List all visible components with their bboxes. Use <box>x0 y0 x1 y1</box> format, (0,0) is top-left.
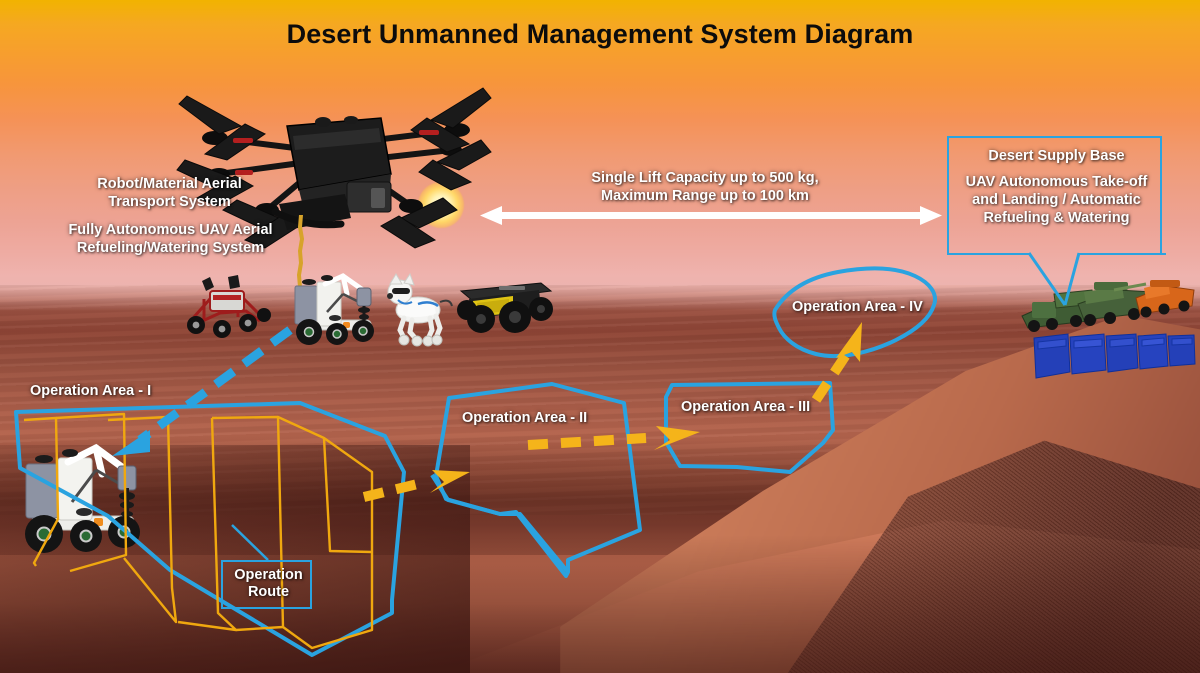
robot-dog-icon <box>378 272 456 348</box>
route-box-leader-line <box>231 524 269 561</box>
desert-supply-base-callout: Desert Supply Base UAV Autonomous Take-o… <box>947 136 1166 255</box>
label-operation-area-i: Operation Area - I <box>30 383 152 399</box>
operation-area-iv-outline <box>772 266 937 358</box>
hexacopter-drone-icon <box>175 78 495 253</box>
blue-dashed-arrow-icon <box>112 326 293 456</box>
blue-water-tank-icon <box>1032 328 1198 382</box>
yellow-ugv-icon <box>455 277 553 339</box>
yellow-dashed-arrow-icon <box>527 426 700 450</box>
yellow-dashed-arrow-icon <box>362 470 470 502</box>
label-lift-capacity-range: Single Lift Capacity up to 500 kg, Maxim… <box>591 170 819 204</box>
operation-route-label: Operation Route <box>234 567 303 601</box>
label-operation-area-iv: Operation Area - IV <box>792 299 923 315</box>
operation-area-i-outline <box>14 401 406 657</box>
yellow-dashed-arrow-icon <box>811 322 862 403</box>
label-operation-area-iii: Operation Area - III <box>681 399 811 415</box>
operation-route-box: Operation Route <box>221 560 312 609</box>
operation-area-iii-outline <box>664 381 835 474</box>
red-rover-icon <box>180 275 272 343</box>
hoist-chain-icon <box>288 213 312 297</box>
foreground-shadow <box>0 535 1200 673</box>
sky-background <box>0 0 1200 300</box>
callout-title: Desert Supply Base <box>988 148 1125 164</box>
label-uav-refueling-system: Fully Autonomous UAV Aerial Refueling/Wa… <box>68 222 273 256</box>
operation-route-lines <box>23 412 374 650</box>
page-title: Desert Unmanned Management System Diagra… <box>286 19 914 49</box>
double-headed-arrow-icon <box>480 205 942 227</box>
military-truck-convoy-icon <box>1018 276 1196 338</box>
callout-leader-line <box>1027 252 1081 306</box>
label-aerial-transport-system: Robot/Material Aerial Transport System <box>97 176 242 210</box>
white-manipulator-rover-icon <box>285 268 395 348</box>
callout-bottom-edge <box>947 253 1166 255</box>
callout-body: UAV Autonomous Take-off and Landing / Au… <box>965 174 1148 226</box>
label-operation-area-ii: Operation Area - II <box>462 410 588 426</box>
